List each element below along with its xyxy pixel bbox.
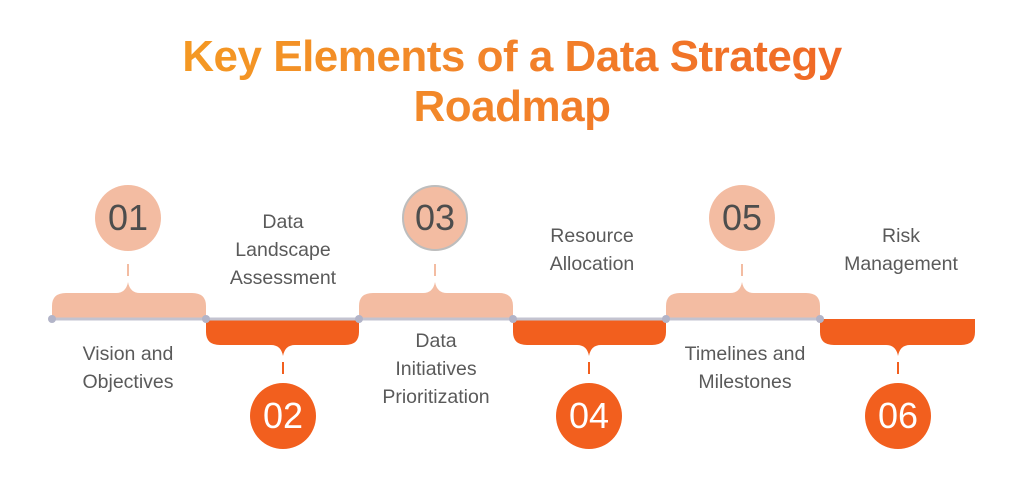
timeline-dots [48, 315, 824, 323]
step-03-label: Data Initiatives Prioritization [382, 330, 490, 408]
step-01-label: Vision and Objectives [82, 343, 174, 393]
step-04-badge: 04 [556, 383, 622, 449]
bracket-05 [666, 282, 820, 319]
bracket-01 [52, 282, 206, 319]
connector-dashes [127, 264, 899, 374]
step-05-label: Timelines and Milestones [684, 343, 806, 393]
step-02-badge: 02 [250, 383, 316, 449]
step-03-badge: 03 [402, 185, 468, 251]
orange-brackets [206, 319, 975, 356]
bracket-02 [206, 319, 359, 356]
step-05-badge: 05 [709, 185, 775, 251]
peach-brackets [52, 282, 820, 319]
step-06-label: Risk Management [844, 225, 958, 275]
step-02-label: Data Landscape Assessment [229, 211, 337, 289]
step-04-label: Resource Allocation [549, 225, 635, 275]
step-06-badge: 06 [865, 383, 931, 449]
bracket-04 [513, 319, 666, 356]
bracket-03 [359, 282, 513, 319]
bracket-06 [820, 319, 975, 356]
step-01-badge: 01 [95, 185, 161, 251]
